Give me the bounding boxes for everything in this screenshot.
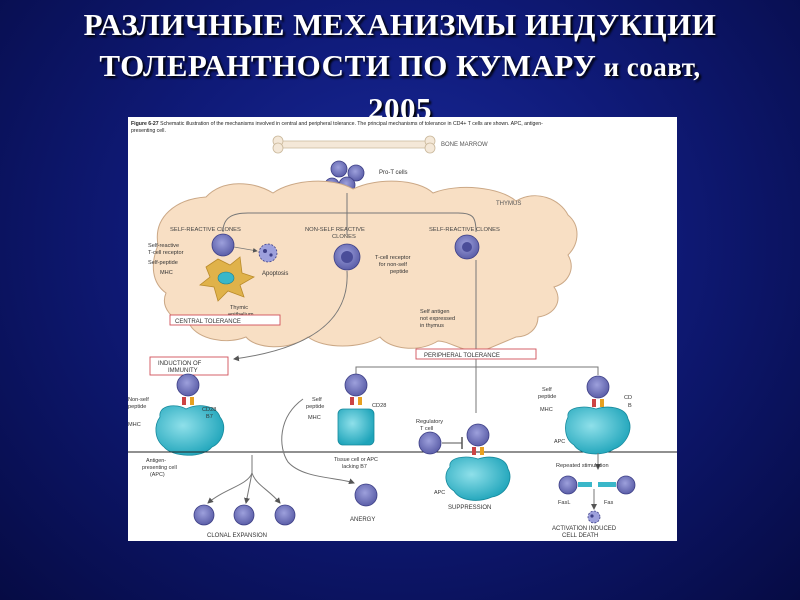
apc-cell-left [155, 405, 225, 456]
non-self-peptide-1: Non-self [128, 397, 149, 403]
thymus-shape [152, 180, 578, 354]
title-line-2-main: ТОЛЕРАНТНОСТИ ПО КУМАРУ [99, 48, 597, 83]
apc-cell-supp [445, 456, 511, 501]
tcr-non-self-1: T-cell receptor [375, 255, 411, 261]
induction-line2: IMMUNITY [168, 368, 198, 374]
thymic-epithelium-1: Thymic [230, 305, 248, 311]
caption-text-1: Schematic illustration of the mechanisms… [159, 121, 543, 127]
bone-marrow-bone [272, 135, 436, 154]
title-line-1: РАЗЛИЧНЫЕ МЕХАНИЗМЫ ИНДУКЦИИ [83, 7, 717, 42]
non-self-reactive-line1: NON-SELF REACTIVE [305, 227, 365, 233]
apc-label-1: Antigen- [146, 458, 166, 464]
apc-label-2: presenting cell [142, 465, 177, 471]
mhc-mid: MHC [308, 415, 321, 421]
naive-t-cell-left [176, 373, 200, 397]
fasl-molecule [578, 482, 592, 487]
clonal-expansion-arrows [207, 455, 281, 504]
apoptosis-label: Apoptosis [262, 271, 288, 277]
self-reactive-clones-right: SELF-REACTIVE CLONES [429, 227, 500, 233]
t-cell-mid [344, 373, 368, 397]
tissue-cell-label-2: lacking B7 [342, 464, 367, 470]
fas-molecule [598, 482, 616, 487]
suppression-label: SUPPRESSION [448, 505, 491, 511]
tissue-cell-label-1: Tissue cell or APC [334, 457, 378, 463]
induction-line1: INDUCTION OF [158, 361, 202, 367]
t-cell-fasl [558, 475, 578, 495]
self-antigen-2: not expressed [420, 316, 455, 322]
apc-cell-right [565, 406, 631, 455]
fasl-label: FasL [558, 500, 570, 506]
pro-t-cells-label: Pro-T cells [379, 170, 408, 176]
self-reactive-clones-left: SELF-REACTIVE CLONES [170, 227, 241, 233]
apc-label-3: (APC) [150, 472, 165, 478]
apoptotic-cell [258, 243, 278, 263]
mhc-right: MHC [540, 407, 553, 413]
anergy-label: ANERGY [350, 517, 375, 523]
tolerance-figure: Figure 6-27 Schematic illustration of th… [128, 117, 677, 541]
t-cell-right [586, 375, 610, 399]
peripheral-tolerance-label: PERIPHERAL TOLERANCE [424, 353, 500, 359]
tissue-cell [337, 408, 375, 446]
aicd-label-1: ACTIVATION INDUCED [552, 526, 617, 532]
fas-label: Fas [604, 500, 614, 506]
repeated-stimulation-label: Repeated stimulation [556, 463, 609, 469]
non-self-reactive-line2: CLONES [332, 234, 356, 240]
self-peptide-mid-1: Self [312, 397, 322, 403]
cd28-mid: CD28 [372, 403, 386, 409]
regulatory-t-cell [418, 431, 442, 455]
branch-lines [222, 193, 477, 235]
caption-label: Figure 6-27 [131, 121, 159, 127]
central-tolerance-label: CENTRAL TOLERANCE [175, 319, 241, 325]
b7-left: B7 [206, 414, 213, 420]
cd28-left: CD28 [202, 407, 216, 413]
central-tolerance-box [169, 314, 281, 326]
to-induction-line [233, 270, 348, 362]
escaped-t-cell-nucleus [462, 242, 472, 252]
caption-text-2: presenting cell. [131, 128, 166, 134]
title-line-2-tail: и соавт, [596, 52, 701, 82]
self-peptide-right-1: Self [542, 387, 552, 393]
to-anergy-line [281, 398, 355, 485]
peripheral-branches [355, 366, 599, 375]
clonal-expansion-cells [193, 504, 296, 526]
anergic-t-cell [354, 483, 378, 507]
self-peptide-right-2: peptide [538, 394, 556, 400]
figure-caption: Figure 6-27 Schematic illustration of th… [131, 121, 543, 127]
tcr-non-self-3: peptide [390, 269, 408, 275]
self-reactive-t-cell [211, 233, 235, 257]
bone-marrow-label: BONE MARROW [441, 142, 488, 148]
receptor-pair-supp [472, 447, 484, 455]
regulatory-label-1: Regulatory [416, 419, 443, 425]
slide-title: РАЗЛИЧНЫЕ МЕХАНИЗМЫ ИНДУКЦИИ ТОЛЕРАНТНОС… [20, 4, 780, 129]
dying-t-cell [587, 510, 601, 524]
apc-right-label: APC [554, 439, 565, 445]
mhc-left: MHC [128, 422, 141, 428]
title-line-2: ТОЛЕРАНТНОСТИ ПО КУМАРУ и соавт, [20, 45, 780, 88]
tolerance-diagram: Figure 6-27 Schematic illustration of th… [128, 121, 677, 539]
receptor-pair-mid [350, 397, 362, 405]
peripheral-tolerance-box [415, 348, 537, 360]
mhc-label: MHC [160, 270, 173, 276]
thymus-label: THYMUS [496, 201, 521, 207]
non-self-t-cell-nucleus [341, 251, 353, 263]
tcr-non-self-2: for non-self [379, 262, 407, 268]
receptor-pair-left [182, 397, 194, 405]
regulatory-label-2: T cell [420, 426, 433, 432]
clonal-expansion-label: CLONAL EXPANSION [207, 533, 267, 539]
self-antigen-3: in thymus [420, 323, 444, 329]
self-peptide-label: Self-peptide [148, 260, 178, 266]
apc-supp-label: APC [434, 490, 445, 496]
self-antigen-1: Self antigen [420, 309, 450, 315]
self-reactive-receptor-1: Self-reactive [148, 243, 179, 249]
suppressed-t-cell [466, 423, 490, 447]
cd-right: CD [624, 395, 632, 401]
t-cell-fas [616, 475, 636, 495]
thymic-epithelium [199, 256, 255, 302]
aicd-label-2: CELL DEATH [562, 533, 598, 539]
b-right: B [628, 403, 632, 409]
receptor-pair-right [592, 399, 604, 407]
self-peptide-mid-2: peptide [306, 404, 324, 410]
non-self-peptide-2: peptide [128, 404, 146, 410]
self-reactive-receptor-2: T-cell receptor [148, 250, 184, 256]
